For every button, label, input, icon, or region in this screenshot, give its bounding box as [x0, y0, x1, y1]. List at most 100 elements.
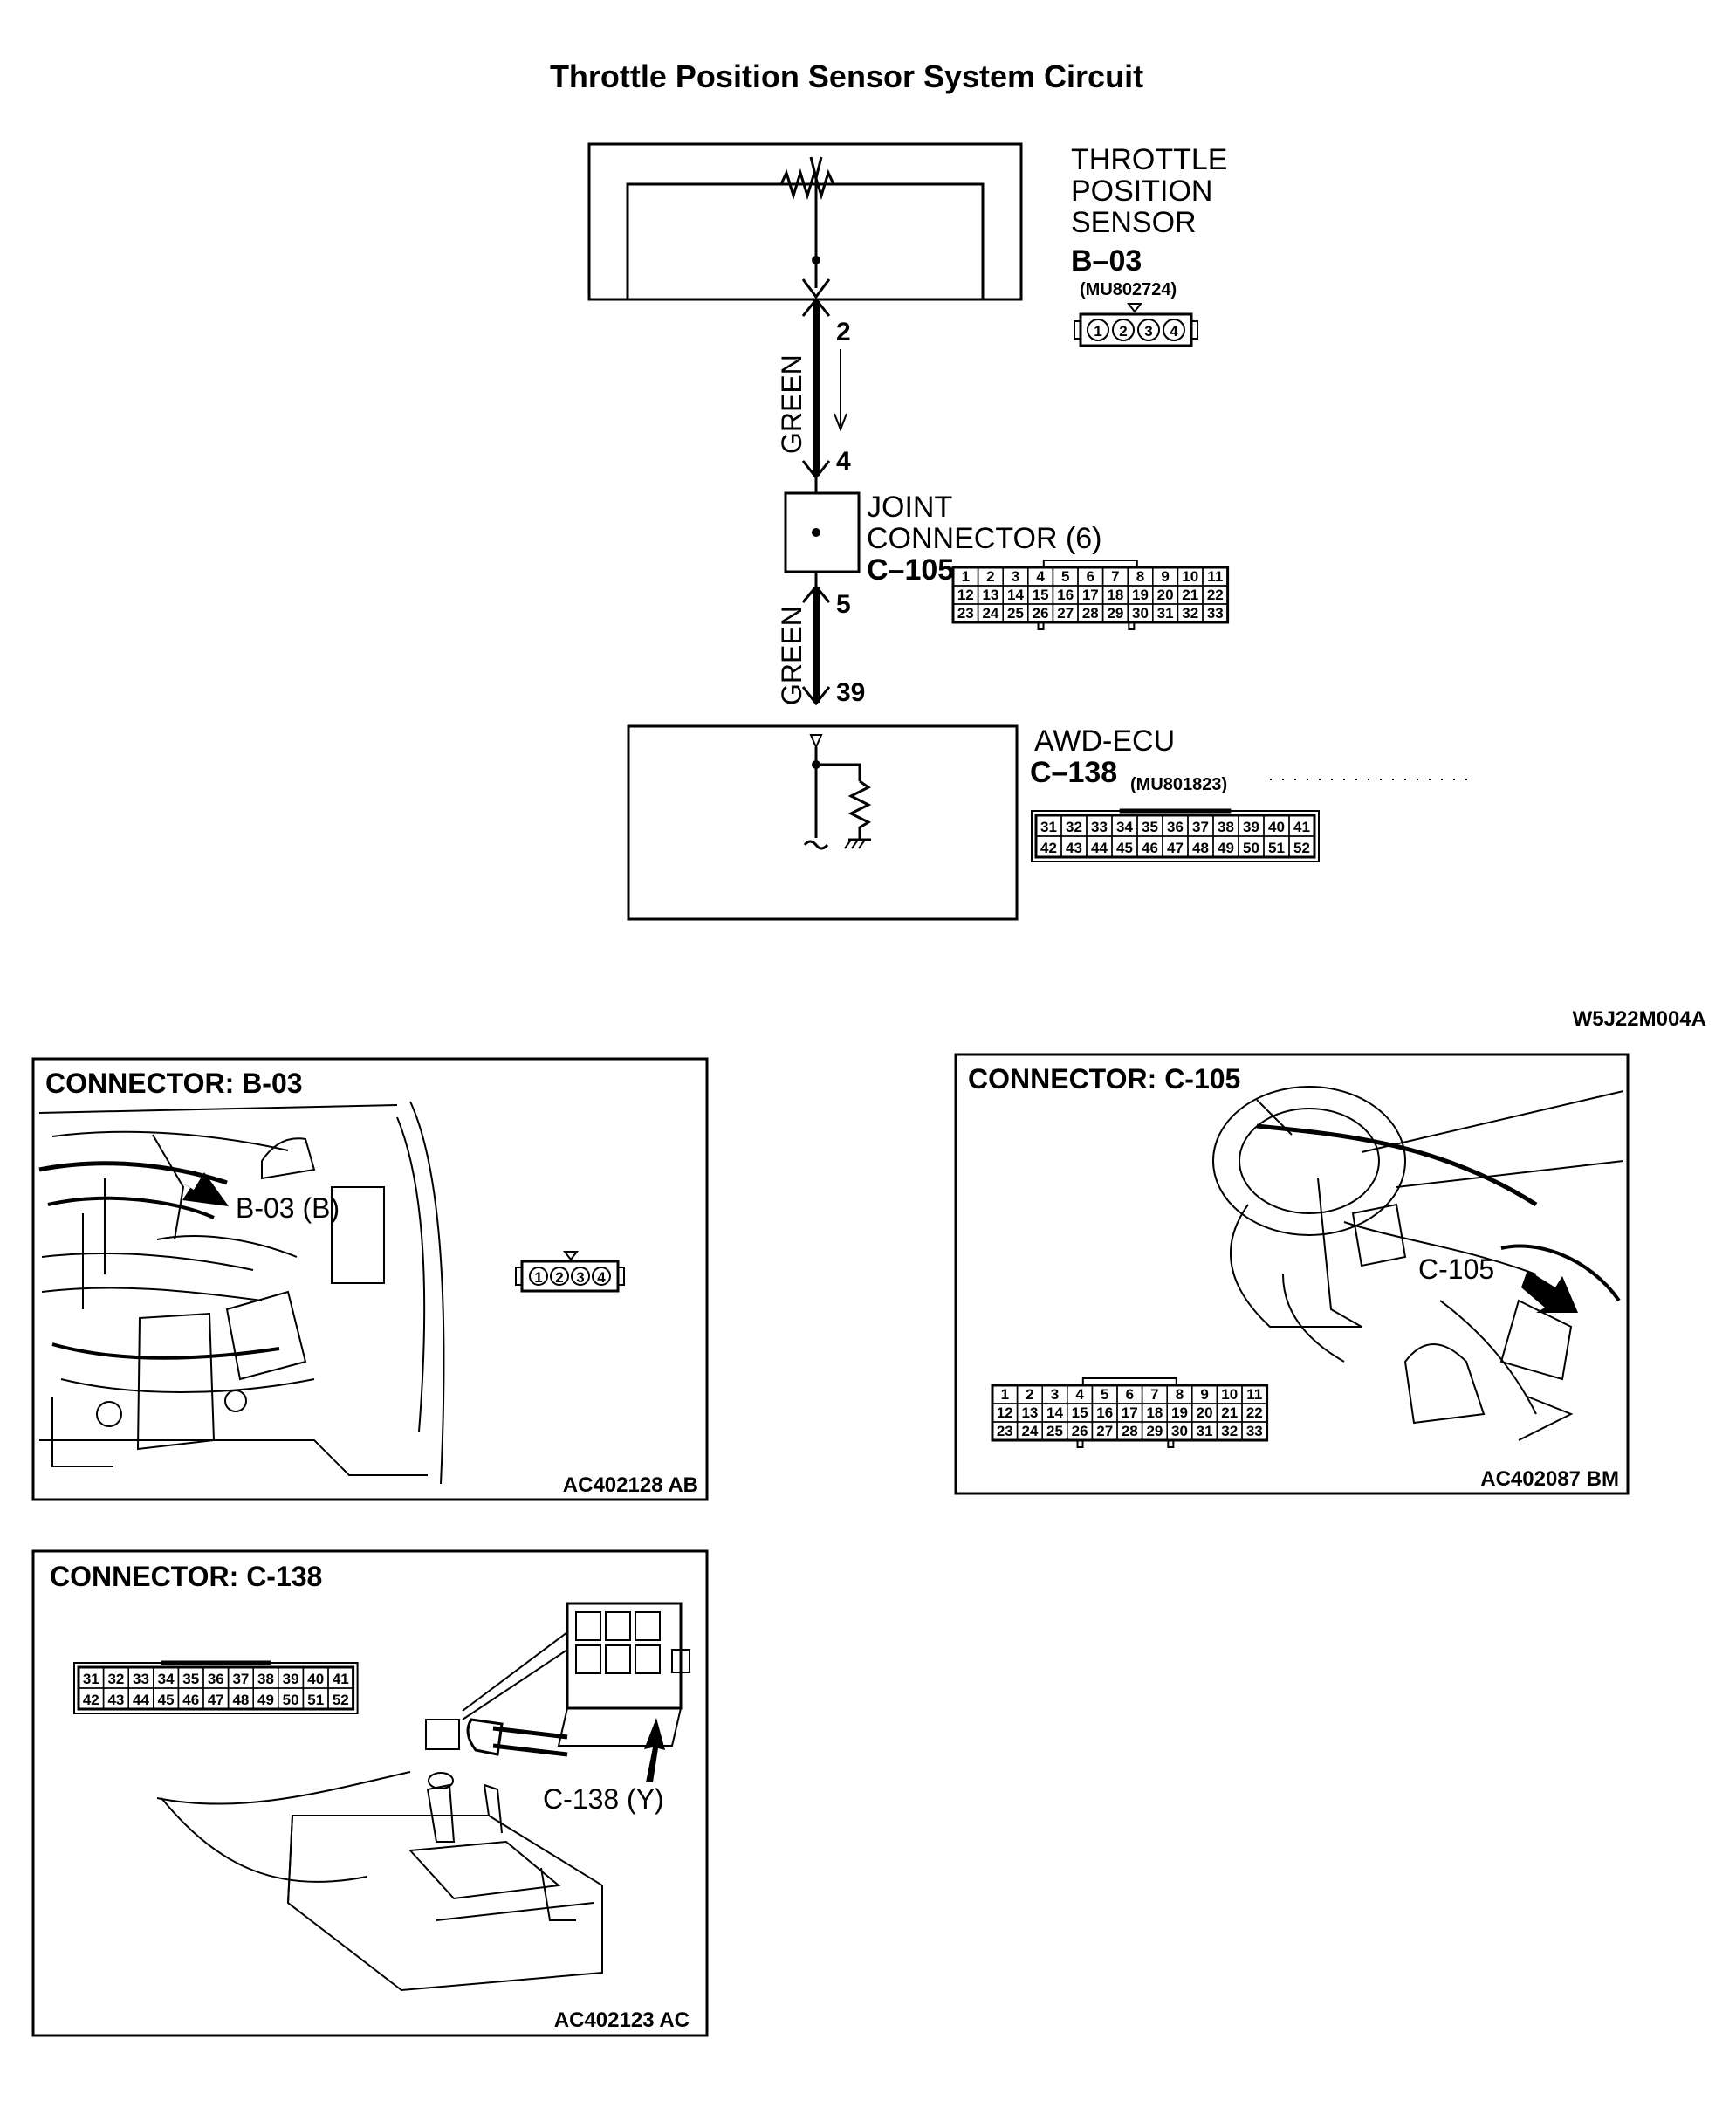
c138-cell: 37	[232, 1671, 249, 1687]
joint-connector	[784, 477, 861, 587]
c105-cell: 9	[1200, 1386, 1208, 1403]
wire-green-2: GREEN 5 39	[776, 584, 865, 707]
joint-cell: 20	[1157, 587, 1174, 603]
c105-cell: 10	[1221, 1386, 1238, 1403]
c105-cell: 16	[1096, 1404, 1113, 1421]
joint-cell: 17	[1082, 587, 1099, 603]
c105-cell: 30	[1171, 1423, 1188, 1439]
c138-cell: 49	[257, 1692, 274, 1708]
c105-cell: 5	[1101, 1386, 1108, 1403]
tps-name-line-2: POSITION	[1071, 175, 1212, 208]
ecu-cell: 52	[1293, 840, 1310, 856]
joint-name-line-1: JOINT	[867, 491, 952, 524]
c105-cell: 4	[1075, 1386, 1084, 1403]
ecu-name: AWD-ECU	[1034, 724, 1175, 758]
ecu-cell: 39	[1243, 819, 1259, 835]
c105-cell: 11	[1246, 1386, 1262, 1403]
joint-cell: 8	[1136, 568, 1144, 585]
c105-cell: 15	[1072, 1404, 1088, 1421]
ecu-cell: 43	[1066, 840, 1082, 856]
c138-cell: 47	[208, 1692, 224, 1708]
panel-c105-callout: C-105	[1418, 1253, 1494, 1285]
wire-1-color: GREEN	[776, 354, 807, 454]
joint-cell: 6	[1087, 568, 1094, 585]
c105-pointer-arrow	[1521, 1270, 1578, 1313]
ecu-cell: 49	[1218, 840, 1234, 856]
c138-cell: 34	[158, 1671, 175, 1687]
c105-cell: 26	[1072, 1423, 1088, 1439]
ecu-cell: 37	[1192, 819, 1209, 835]
awd-ecu	[627, 724, 1019, 921]
c105-cell: 24	[1021, 1423, 1038, 1439]
c138-cell: 39	[283, 1671, 299, 1687]
joint-cell: 31	[1157, 605, 1174, 621]
panel-c105-code: AC402087 BM	[1480, 1467, 1619, 1491]
panel-c138-callout: C-138 (Y)	[543, 1783, 664, 1815]
ecu-label: AWD-ECU C–138 (MU801823)	[1030, 724, 1475, 794]
joint-cell: 30	[1132, 605, 1149, 621]
c138-cell: 45	[158, 1692, 175, 1708]
joint-cell: 5	[1061, 568, 1069, 585]
joint-cell: 24	[982, 605, 998, 621]
tps-label: THROTTLE POSITION SENSOR B–03 (MU802724)	[1071, 143, 1227, 299]
wire-2-pin-bottom: 39	[836, 678, 865, 707]
wire-1-pin-bottom: 4	[836, 447, 851, 476]
ecu-cell: 42	[1040, 840, 1057, 856]
joint-cell: 14	[1007, 587, 1024, 603]
joint-cell: 28	[1082, 605, 1099, 621]
joint-cell: 2	[986, 568, 994, 585]
c138-cell: 52	[333, 1692, 349, 1708]
b03-pin: 2	[555, 1269, 563, 1286]
throttle-position-sensor	[587, 142, 1023, 301]
joint-cell: 7	[1111, 568, 1119, 585]
c138-cell: 42	[83, 1692, 99, 1708]
c105-cell: 3	[1051, 1386, 1059, 1403]
b03-pin: 4	[597, 1269, 606, 1286]
c138-cell: 50	[283, 1692, 299, 1708]
ecu-part-number: (MU801823)	[1130, 775, 1227, 794]
tps-pin-circle	[1112, 319, 1135, 341]
b03-pin: 1	[534, 1269, 542, 1286]
ecu-cell: 47	[1167, 840, 1184, 856]
c105-cell: 17	[1122, 1404, 1138, 1421]
c105-cell: 1	[1001, 1386, 1009, 1403]
joint-cell: 10	[1182, 568, 1198, 585]
tps-name-line-3: SENSOR	[1071, 206, 1197, 239]
joint-name-line-2: CONNECTOR (6)	[867, 522, 1102, 555]
tps-pin: 3	[1144, 323, 1152, 340]
ecu-cell: 33	[1091, 819, 1108, 835]
joint-cell: 4	[1036, 568, 1045, 585]
wire-2-color: GREEN	[776, 606, 807, 705]
ecu-cell: 44	[1091, 840, 1108, 856]
joint-cell: 1	[962, 568, 970, 585]
b03-pointer-arrow	[173, 1172, 229, 1206]
c105-cell: 31	[1197, 1423, 1213, 1439]
tps-pin: 1	[1094, 323, 1101, 340]
c105-cell: 25	[1046, 1423, 1063, 1439]
joint-cell: 19	[1132, 587, 1149, 603]
panel-c105-heading: CONNECTOR: C-105	[968, 1063, 1240, 1095]
c105-cell: 20	[1197, 1404, 1213, 1421]
c138-cell: 36	[208, 1671, 224, 1687]
joint-cell: 3	[1012, 568, 1019, 585]
c105-cell: 27	[1096, 1423, 1113, 1439]
joint-connector-code: C–105	[867, 553, 954, 587]
c105-cell: 2	[1026, 1386, 1033, 1403]
c105-cell: 6	[1126, 1386, 1134, 1403]
joint-cell: 22	[1207, 587, 1224, 603]
c105-cell: 21	[1221, 1404, 1238, 1421]
b03-pin-circle	[571, 1267, 590, 1286]
joint-cell: 32	[1182, 605, 1198, 621]
joint-cell: 26	[1033, 605, 1049, 621]
ecu-cell: 50	[1243, 840, 1259, 856]
c138-cell: 44	[133, 1692, 149, 1708]
c105-cell: 13	[1021, 1404, 1038, 1421]
c105-cell: 12	[997, 1404, 1013, 1421]
ecu-cell: 32	[1066, 819, 1082, 835]
joint-connector-label: JOINT CONNECTOR (6) C–105	[867, 491, 1102, 587]
